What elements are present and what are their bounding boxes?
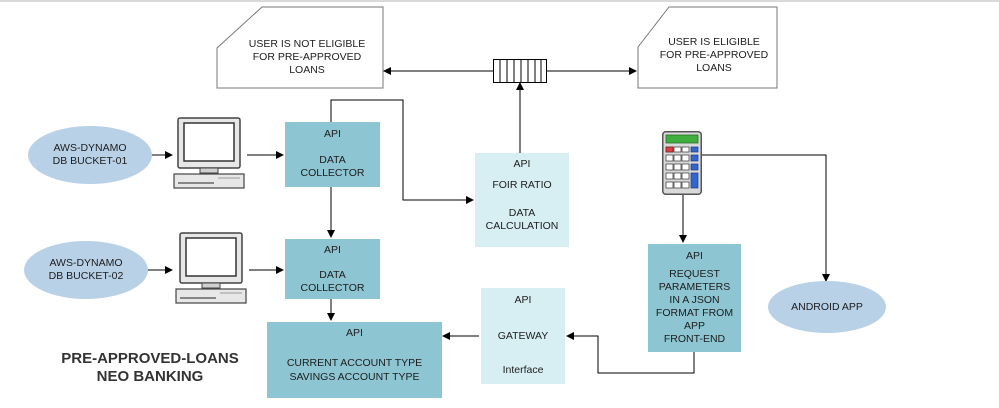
note-not-eligible: USER IS NOT ELIGIBLE FOR PRE-APPROVED LO… [232,38,382,77]
note-shape-not-eligible [216,6,384,89]
box-line: CURRENT ACCOUNT TYPE [286,357,423,369]
ellipse-line: DB BUCKET-02 [48,270,124,282]
box-line: API [324,244,341,256]
box-line: CALCULATION [485,220,559,232]
arrow-calculator-to-android [701,154,830,282]
note-line: USER IS ELIGIBLE [668,36,760,48]
note-shape-eligible [637,6,778,89]
title-line-2: NEO BANKING [96,368,204,385]
bucket-02-ellipse: AWS-DYNAMO DB BUCKET-02 [24,241,148,299]
data-collector-1: API DATA COLLECTOR [285,122,380,187]
account-type-box: API CURRENT ACCOUNT TYPE SAVINGS ACCOUNT… [267,322,442,398]
note-line: FOR PRE-APPROVED [252,51,362,63]
box-line: API [513,158,531,170]
diagram-title: PRE-APPROVED-LOANS NEO BANKING [30,350,270,386]
box-line: PARAMETERS [658,281,731,293]
box-line: API [324,128,341,140]
box-line: API [514,294,532,306]
arrow-collector1-to-foir [330,99,474,204]
note-line: FOR PRE-APPROVED [659,49,769,61]
android-label: ANDROID APP [791,300,863,313]
request-parameters-box: API REQUEST PARAMETERS IN A JSON FORMAT … [648,244,741,352]
box-line: REQUEST [669,268,720,280]
android-app-ellipse: ANDROID APP [768,281,886,333]
box-line: COLLECTOR [300,167,365,179]
box-line: API [686,250,703,262]
gateway-box: API GATEWAY Interface [481,288,565,384]
box-line: FRONT-END [663,333,726,345]
box-line: DATA [319,154,346,166]
top-divider [0,0,999,2]
data-collector-2: API DATA COLLECTOR [285,239,380,299]
box-line: FOIR RATIO [492,179,552,191]
note-eligible: USER IS ELIGIBLE FOR PRE-APPROVED LOANS [651,36,777,75]
box-line: DATA [319,269,346,281]
box-line: APP [683,320,705,332]
note-line: USER IS NOT ELIGIBLE [248,38,366,50]
box-line: IN A JSON [669,294,720,306]
computer-icon [173,117,245,189]
box-line: SAVINGS ACCOUNT TYPE [289,371,420,383]
bucket-01-ellipse: AWS-DYNAMO DB BUCKET-01 [28,126,152,184]
box-line: DATA [508,207,536,219]
queue-icon [493,59,547,83]
note-line: LOANS [696,62,732,74]
calculator-icon [662,131,702,195]
box-line: FORMAT FROM [655,307,734,319]
note-line: LOANS [289,64,325,76]
computer-icon [175,232,247,304]
box-line: Interface [502,364,544,376]
arrow-request-to-gateway [566,332,695,374]
box-line: COLLECTOR [300,282,365,294]
box-line: API [346,327,363,339]
ellipse-line: AWS-DYNAMO [53,142,127,154]
title-line-1: PRE-APPROVED-LOANS [61,350,239,367]
ellipse-line: AWS-DYNAMO [49,257,123,269]
ellipse-line: DB BUCKET-01 [52,155,128,167]
box-line: GATEWAY [497,330,549,342]
foir-ratio-box: API FOIR RATIO DATA CALCULATION [475,153,569,247]
